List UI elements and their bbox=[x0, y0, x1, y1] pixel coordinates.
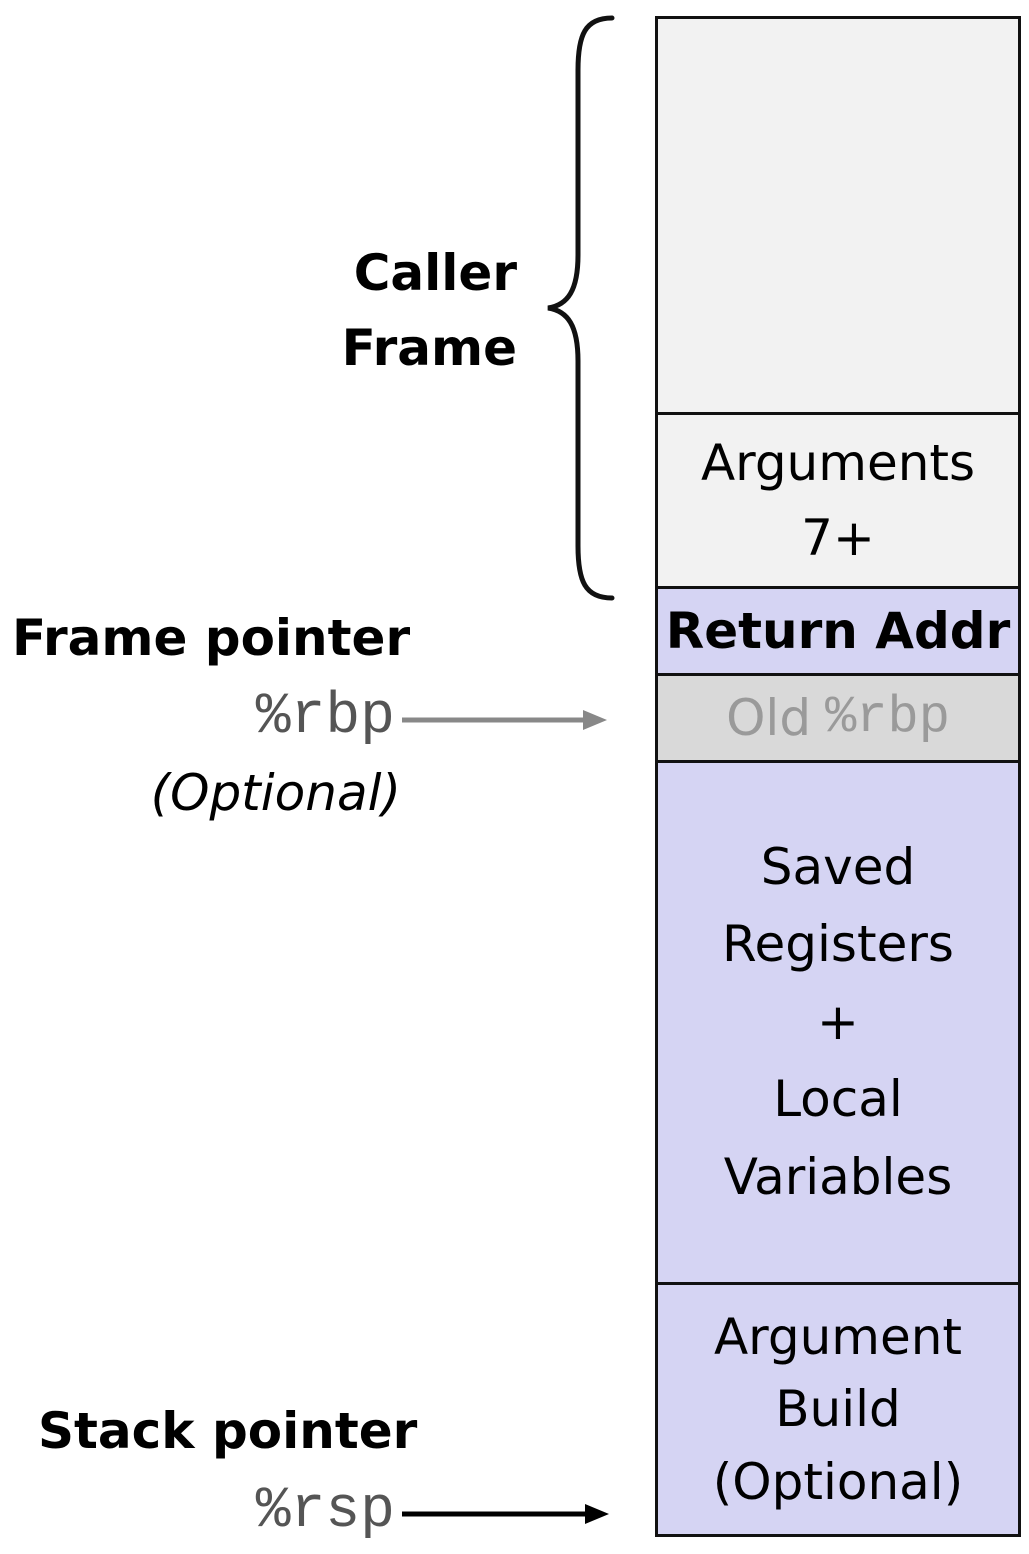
frame-pointer-label: Frame pointer bbox=[12, 609, 411, 667]
stack-pointer-arrow bbox=[402, 1504, 609, 1524]
argbuild-line1: Argument bbox=[713, 1307, 963, 1366]
caller-frame-brace bbox=[547, 15, 615, 601]
argbuild-line2: Build bbox=[775, 1380, 901, 1439]
frame-pointer-register: %rbp bbox=[255, 685, 395, 750]
return-addr-block: Return Addr bbox=[655, 586, 1021, 676]
argbuild-line3: (Optional) bbox=[712, 1452, 964, 1511]
caller-frame-label: Caller Frame bbox=[342, 236, 517, 386]
return-addr-label: Return Addr bbox=[665, 601, 1011, 660]
old-rbp-register: %rbp bbox=[825, 688, 950, 747]
stack-pointer-register: %rsp bbox=[255, 1479, 395, 1544]
old-rbp-text: Old bbox=[726, 688, 812, 747]
saved-line1: Saved bbox=[760, 837, 916, 896]
arguments-line2: 7+ bbox=[801, 508, 875, 567]
old-rbp-block: Old %rbp bbox=[655, 673, 1021, 763]
caller-frame-line1: Caller bbox=[353, 244, 517, 302]
stack-pointer-label: Stack pointer bbox=[38, 1402, 418, 1460]
argument-build-block: Argument Build (Optional) bbox=[655, 1282, 1021, 1537]
frame-pointer-optional-note: (Optional) bbox=[150, 764, 401, 822]
saved-line2: Registers bbox=[722, 915, 954, 974]
caller-frame-line2: Frame bbox=[341, 319, 517, 377]
arguments-block: Arguments 7+ bbox=[655, 412, 1021, 589]
saved-line3: + bbox=[817, 992, 859, 1051]
stack-column: Arguments 7+ Return Addr Old %rbp Saved … bbox=[655, 16, 1021, 1537]
saved-registers-locals-block: Saved Registers + Local Variables bbox=[655, 760, 1021, 1285]
arguments-line1: Arguments bbox=[700, 433, 976, 492]
frame-pointer-arrow bbox=[402, 710, 607, 730]
saved-line5: Variables bbox=[723, 1147, 953, 1206]
caller-frame-block bbox=[655, 16, 1021, 415]
saved-line4: Local bbox=[773, 1070, 903, 1129]
